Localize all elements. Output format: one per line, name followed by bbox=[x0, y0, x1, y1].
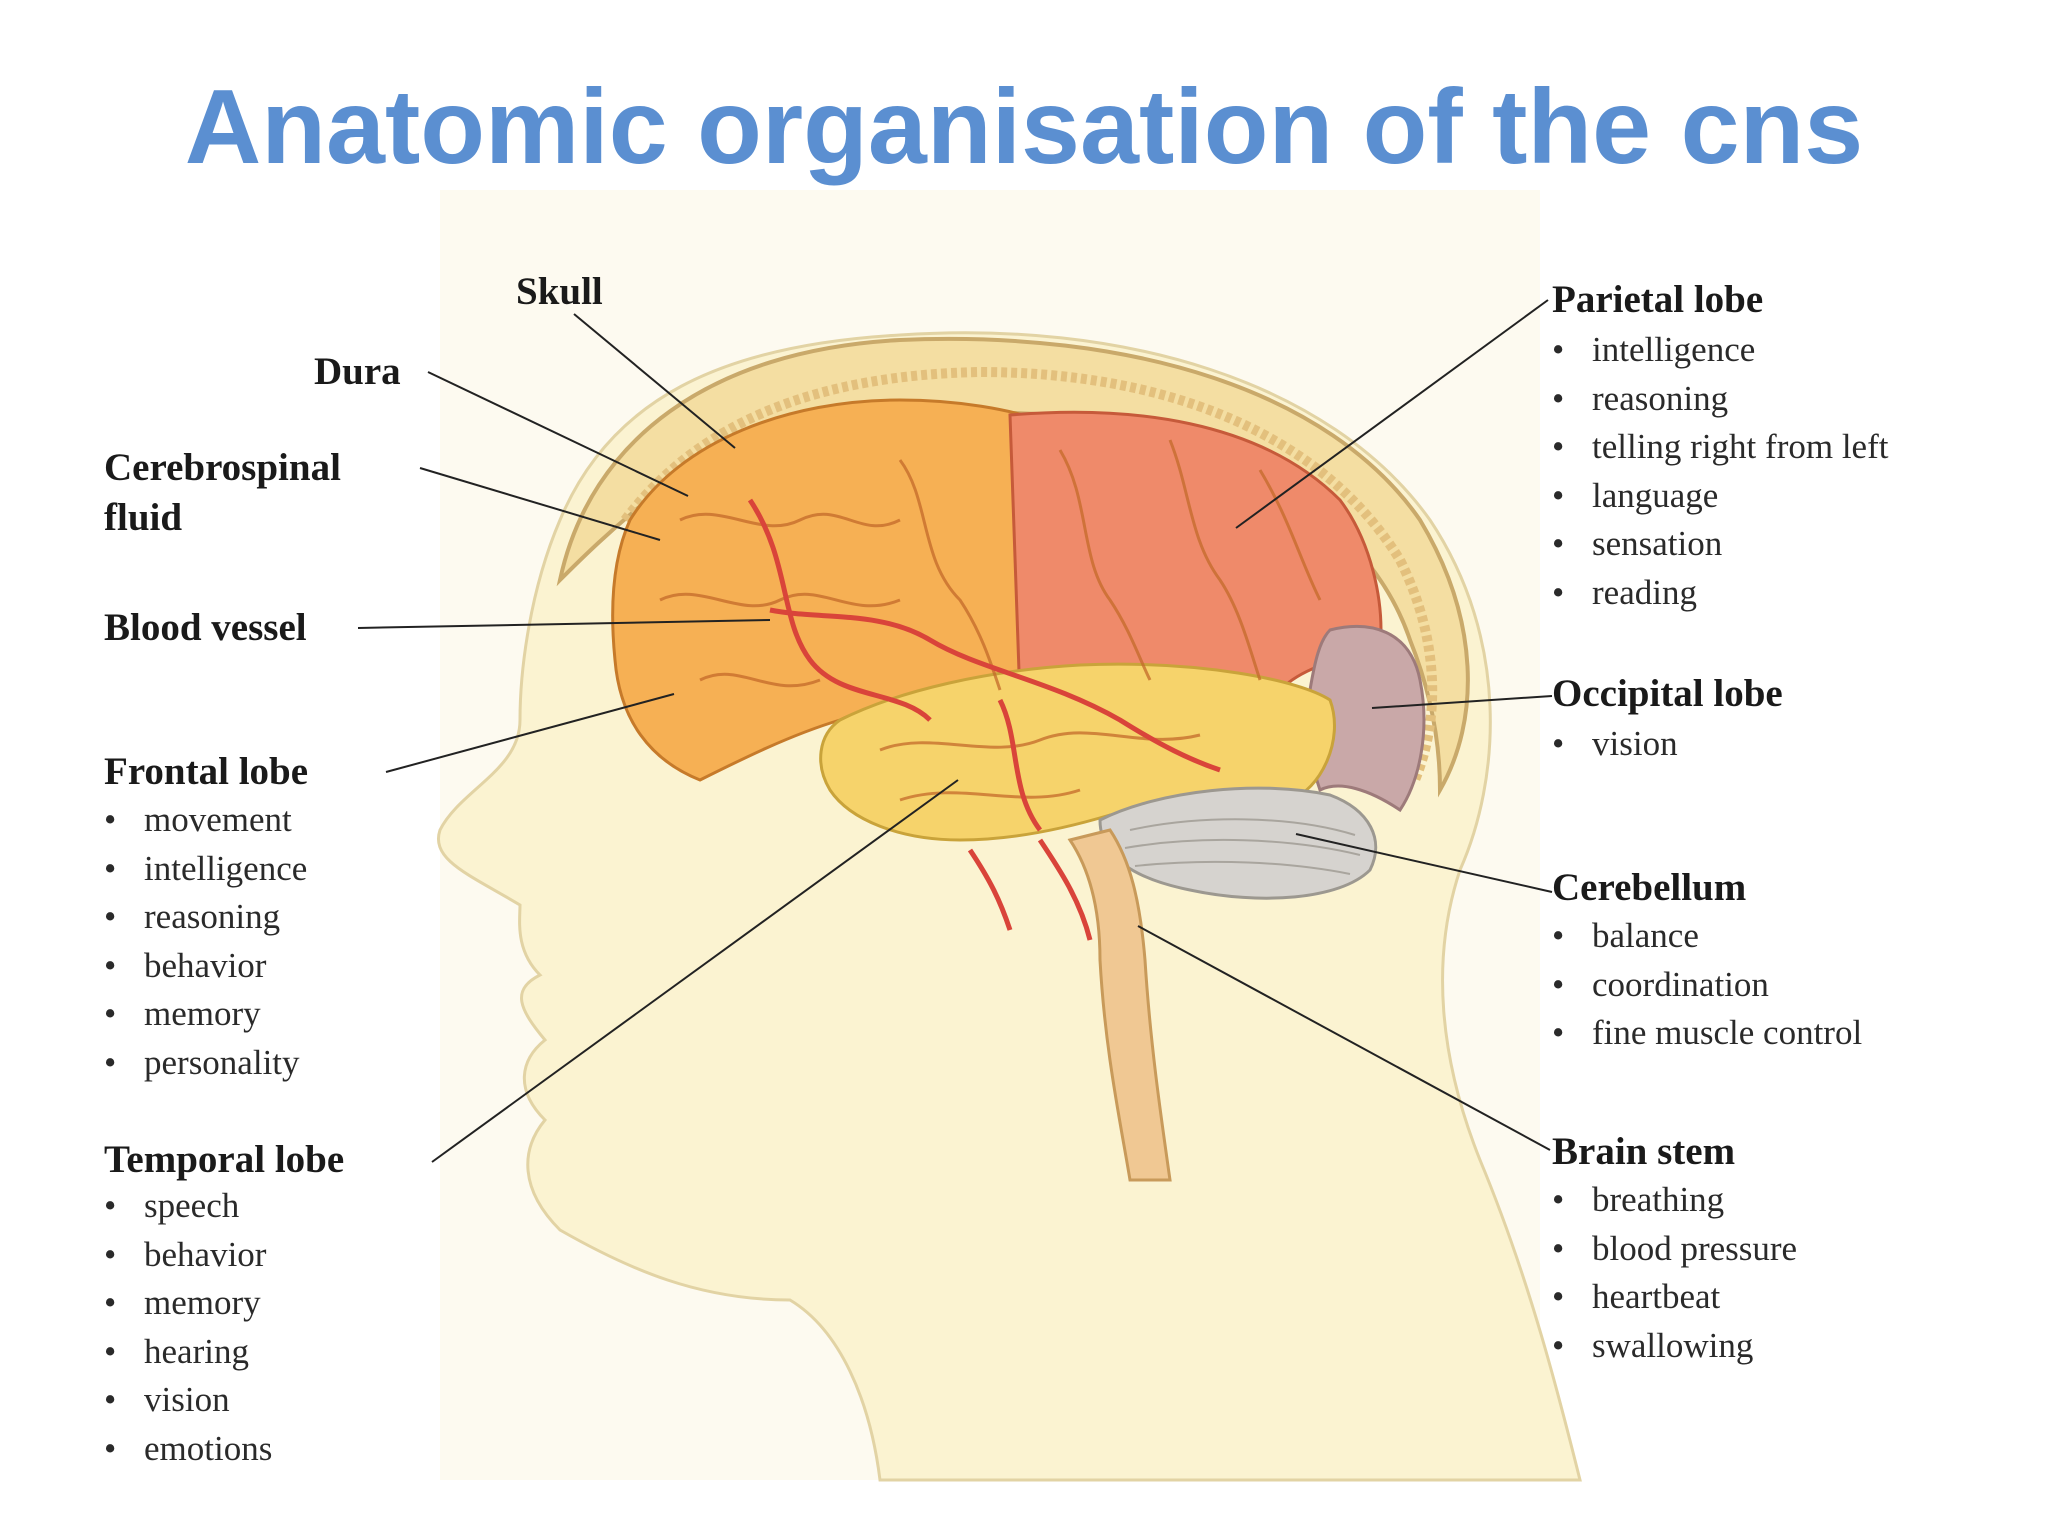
label-cerebrospinal: Cerebrospinal bbox=[104, 446, 341, 489]
list-item: vision bbox=[1552, 720, 1678, 769]
label-dura: Dura bbox=[314, 350, 401, 393]
label-brain-stem: Brain stem bbox=[1552, 1130, 1736, 1173]
label-temporal-lobe: Temporal lobe bbox=[104, 1138, 345, 1181]
temporal-lobe-functions: speech behavior memory hearing vision em… bbox=[104, 1182, 272, 1473]
list-item: blood pressure bbox=[1552, 1225, 1797, 1274]
list-item: breathing bbox=[1552, 1176, 1797, 1225]
frontal-lobe-functions: movement intelligence reasoning behavior… bbox=[104, 796, 307, 1087]
list-item: behavior bbox=[104, 942, 307, 991]
list-item: swallowing bbox=[1552, 1322, 1797, 1371]
label-frontal-lobe: Frontal lobe bbox=[104, 750, 309, 793]
list-item: fine muscle control bbox=[1552, 1009, 1862, 1058]
list-item: vision bbox=[104, 1376, 272, 1425]
list-item: memory bbox=[104, 1279, 272, 1328]
leader-parietal bbox=[1235, 299, 1549, 529]
label-cerebellum: Cerebellum bbox=[1552, 866, 1747, 909]
leader-csf bbox=[419, 467, 661, 541]
list-item: behavior bbox=[104, 1231, 272, 1280]
list-item: personality bbox=[104, 1039, 307, 1088]
label-parietal-lobe: Parietal lobe bbox=[1552, 278, 1764, 321]
leader-skull bbox=[573, 313, 736, 449]
dura-layer bbox=[621, 366, 1438, 782]
list-item: memory bbox=[104, 990, 307, 1039]
list-item: intelligence bbox=[104, 845, 307, 894]
leader-frontal bbox=[385, 693, 675, 773]
cerebellum-shape bbox=[1098, 786, 1378, 900]
leader-temporal bbox=[431, 779, 959, 1163]
occipital-lobe-functions: vision bbox=[1552, 720, 1678, 769]
leader-lines bbox=[357, 299, 1553, 1163]
brain-stem-shape bbox=[1067, 828, 1172, 1182]
list-item: reading bbox=[1552, 569, 1888, 618]
label-occipital-lobe: Occipital lobe bbox=[1552, 672, 1783, 715]
list-item: speech bbox=[104, 1182, 272, 1231]
label-blood-vessel: Blood vessel bbox=[104, 606, 307, 649]
list-item: heartbeat bbox=[1552, 1273, 1797, 1322]
label-fluid: fluid bbox=[104, 496, 183, 539]
list-item: movement bbox=[104, 796, 307, 845]
list-item: emotions bbox=[104, 1425, 272, 1474]
cerebellum-functions: balance coordination fine muscle control bbox=[1552, 912, 1862, 1058]
leader-cerebellum bbox=[1295, 833, 1553, 893]
leader-brain-stem bbox=[1137, 925, 1551, 1151]
list-item: sensation bbox=[1552, 520, 1888, 569]
label-skull: Skull bbox=[516, 270, 603, 313]
list-item: telling right from left bbox=[1552, 423, 1888, 472]
list-item: intelligence bbox=[1552, 326, 1888, 375]
leader-blood-vessel bbox=[357, 619, 771, 629]
parietal-lobe-functions: intelligence reasoning telling right fro… bbox=[1552, 326, 1888, 617]
list-item: language bbox=[1552, 472, 1888, 521]
list-item: balance bbox=[1552, 912, 1862, 961]
leader-dura bbox=[427, 371, 689, 497]
blood-vessels bbox=[747, 498, 1221, 941]
leader-occipital bbox=[1371, 695, 1553, 709]
slide-title: Anatomic organisation of the cns bbox=[184, 68, 1864, 186]
brain-stem-functions: breathing blood pressure heartbeat swall… bbox=[1552, 1176, 1797, 1370]
list-item: coordination bbox=[1552, 961, 1862, 1010]
list-item: reasoning bbox=[1552, 375, 1888, 424]
list-item: reasoning bbox=[104, 893, 307, 942]
list-item: hearing bbox=[104, 1328, 272, 1377]
